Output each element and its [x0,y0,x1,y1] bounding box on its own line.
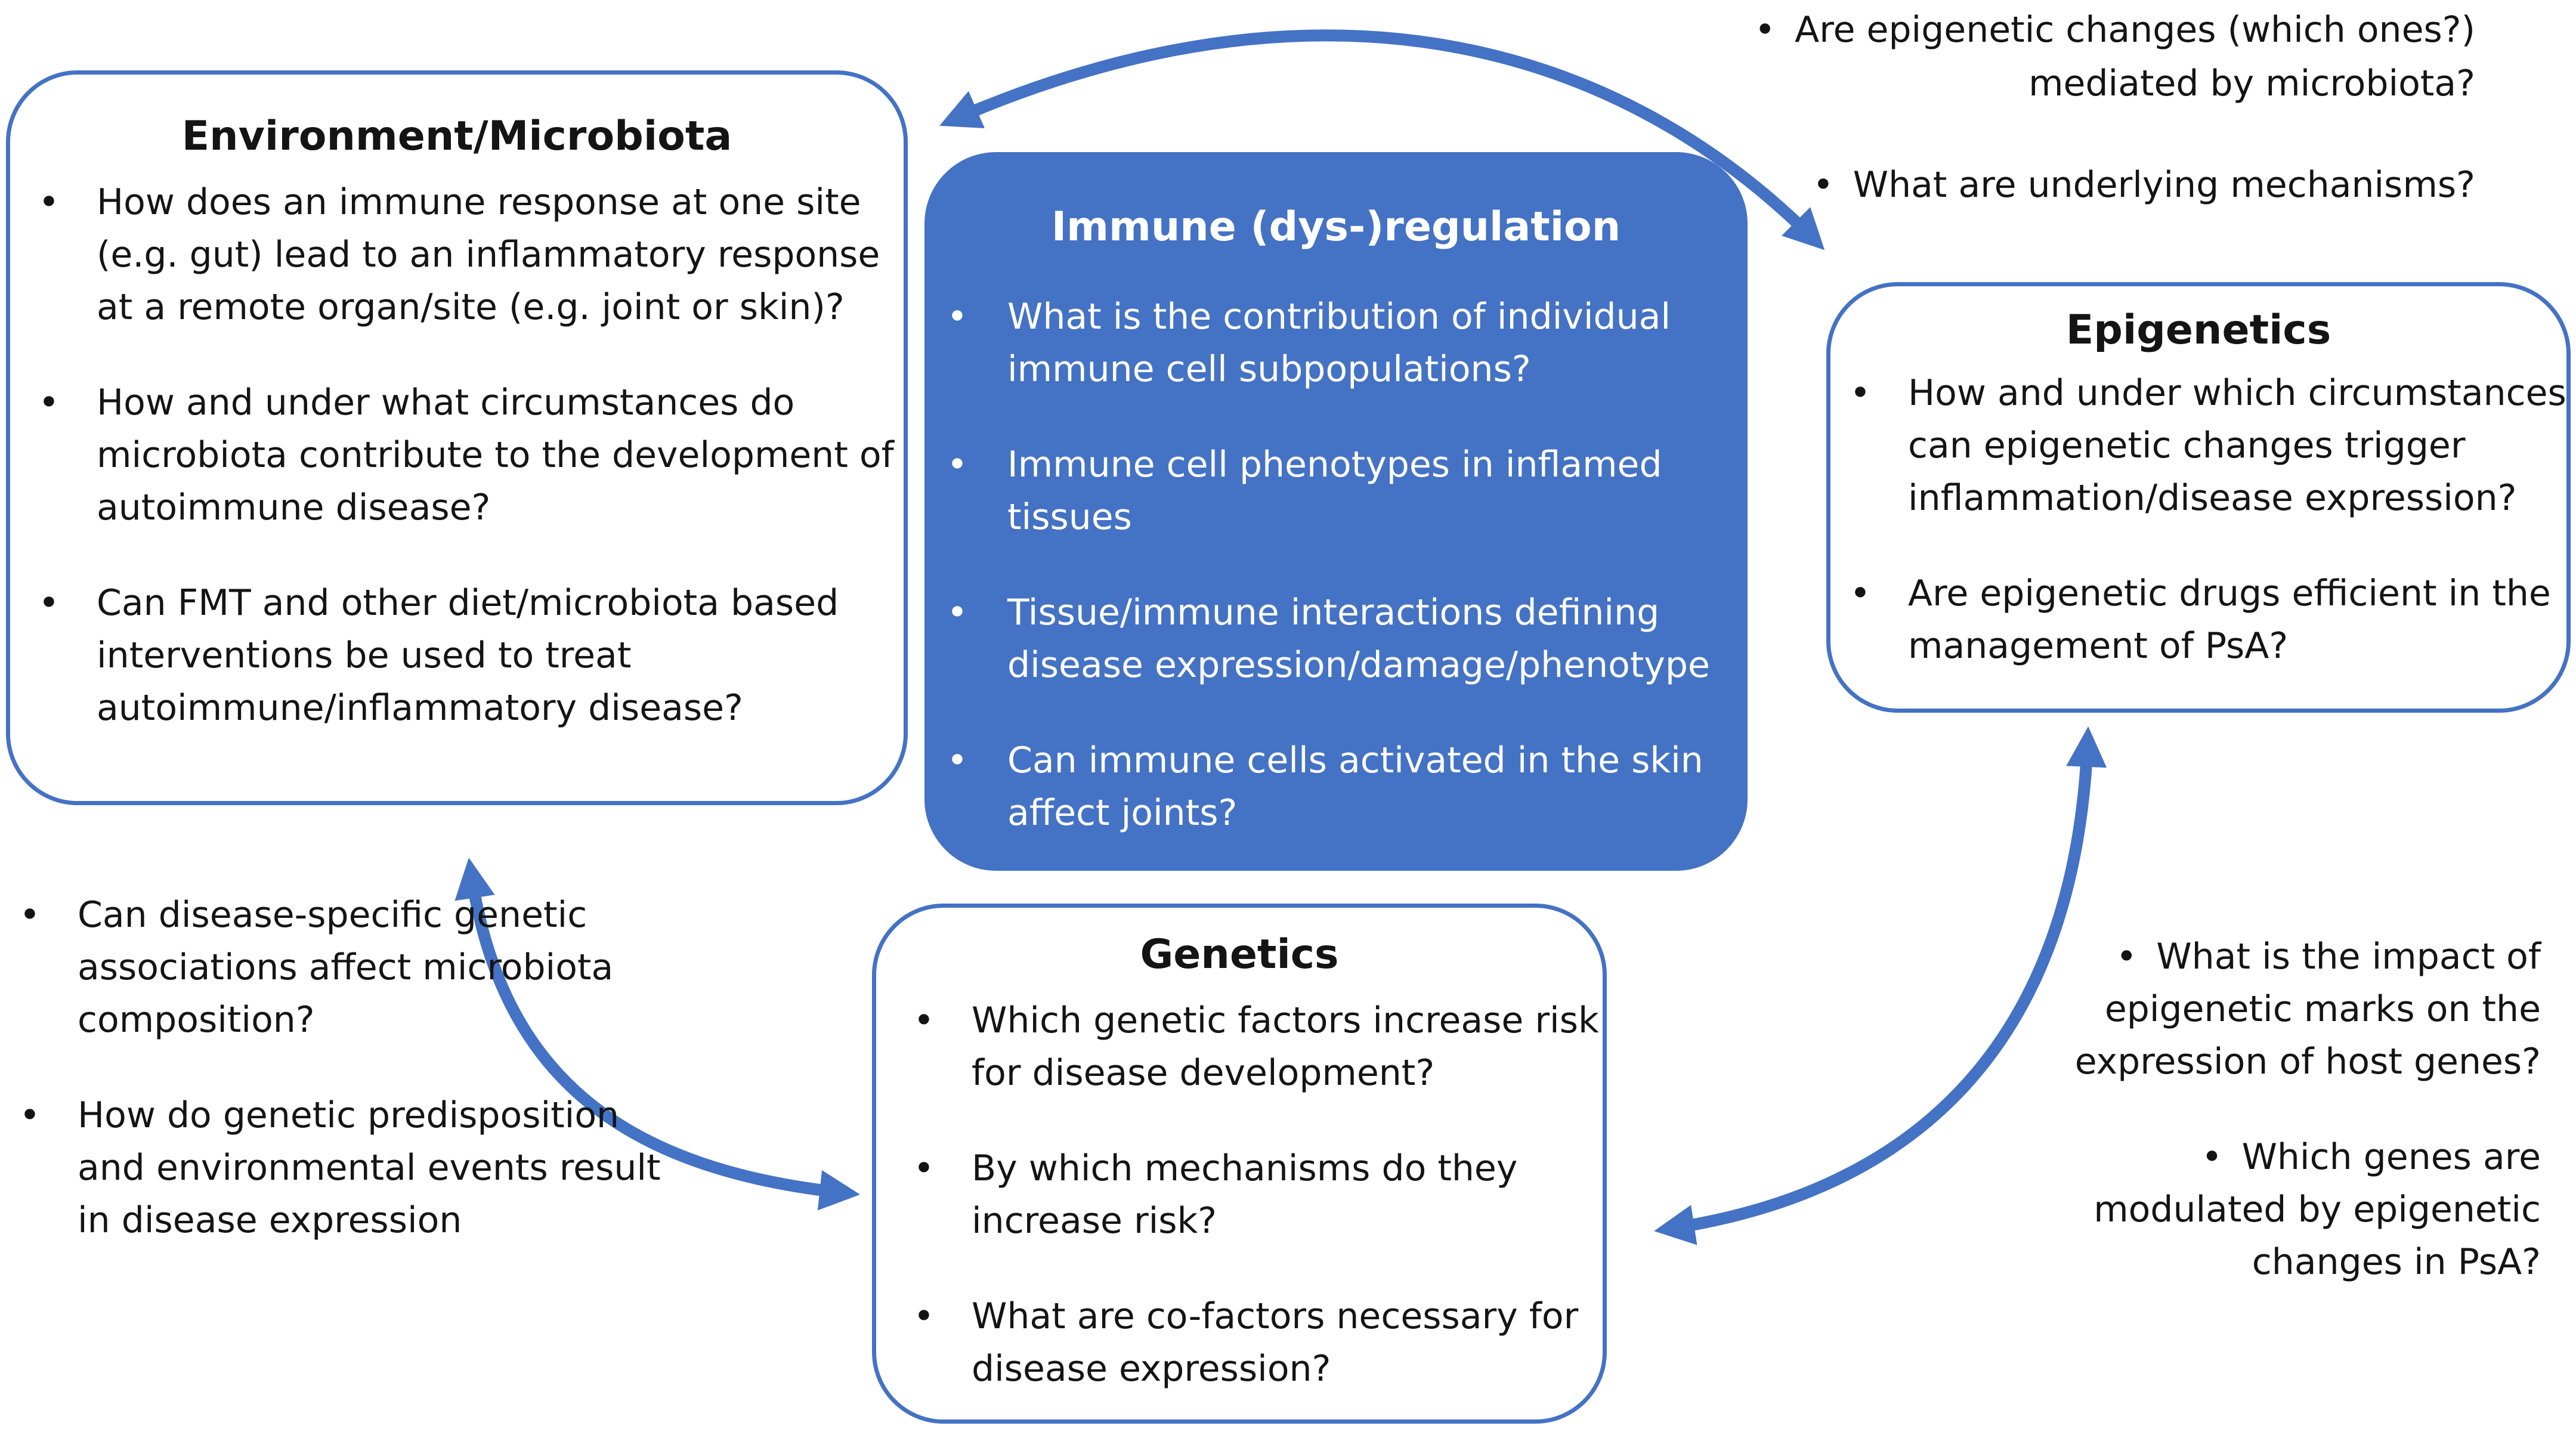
list-item: • Are epigenetic drugs efficient in the m… [1848,567,2570,672]
arrow-epigenetics-genetics [1654,726,2107,1245]
epigenetics-box: Epigenetics • How and under which circums… [1826,282,2571,713]
question-text: Tissue/immune interactions defining dise… [1007,592,1710,686]
genetics-box: Genetics • Which genetic factors increase… [872,904,1607,1424]
list-item: •Which genes are modulated by epigenetic… [2052,1131,2541,1288]
list-item: •What is the impact of epigenetic marks … [2052,930,2541,1088]
bullet-icon: • [947,444,968,485]
list-item: • Are epigenetic changes (which ones?) me… [1700,3,2475,110]
top-right-question-list: • Are epigenetic changes (which ones?) me… [1700,3,2475,212]
genetics-question-list: • Which genetic factors increase risk for… [912,994,1604,1395]
list-item: • How and under what circumstances do mic… [37,376,896,534]
list-item: • How and under which circumstances can e… [1848,367,2570,524]
bullet-icon: • [38,582,60,624]
arrow-environment-epigenetics [939,29,1825,250]
question-text: Can FMT and other diet/microbiota based … [97,582,839,729]
bullet-icon: • [38,382,60,423]
question-text: Are epigenetic drugs efficient in the ma… [1908,573,2551,667]
bullet-icon: • [947,592,968,633]
list-item: • What are underlying mechanisms? [1700,158,2475,212]
bullet-icon: • [947,296,968,338]
question-text: What are co-factors necessary for diseas… [972,1295,1579,1390]
question-text: Can immune cells activated in the skin a… [1007,740,1703,834]
bullet-icon: • [947,740,968,781]
question-text: How does an immune response at one site … [97,181,880,328]
bottom-left-question-list: • Can disease-specific genetic associatio… [18,889,668,1247]
question-text: What is the contribution of individual i… [1007,296,1671,390]
list-item: • Can disease-specific genetic associatio… [18,889,668,1046]
arrow-environment-genetics [454,858,861,1211]
list-item: • Which genetic factors increase risk for… [912,994,1604,1099]
question-text: Immune cell phenotypes in inflamed tissu… [1007,444,1662,538]
bullet-icon: • [19,894,41,936]
question-text: How and under which circumstances can ep… [1908,372,2566,519]
bullet-icon: • [2116,936,2138,978]
list-item: • Tissue/immune interactions defining dis… [929,586,1746,691]
immune-dysregulation-title: Immune (dys-)regulation [1051,203,1621,250]
list-item: • How does an immune response at one site… [37,176,896,333]
environment-microbiota-title: Environment/Microbiota [181,113,732,160]
immune-dysregulation-box: Immune (dys-)regulation • What is the con… [924,152,1748,871]
question-text: Are epigenetic changes (which ones?) med… [1795,9,2475,104]
bullet-icon: • [1754,9,1776,51]
list-item: • Can FMT and other diet/microbiota based… [37,577,896,734]
bullet-icon: • [913,1295,935,1337]
bottom-right-question-list: •What is the impact of epigenetic marks … [2052,930,2541,1288]
immune-question-list: • What is the contribution of individual … [929,290,1746,839]
bullet-icon: • [19,1094,41,1136]
bullet-icon: • [2201,1136,2223,1178]
question-text: By which mechanisms do they increase ris… [972,1148,1518,1242]
question-text: What are underlying mechanisms? [1853,164,2475,206]
bullet-icon: • [1850,372,1871,414]
list-item: • How do genetic predisposition and envir… [18,1089,668,1247]
question-text: Which genes are modulated by epigenetic … [2093,1136,2541,1283]
bullet-icon: • [1850,573,1871,614]
epigenetics-question-list: • How and under which circumstances can e… [1848,367,2570,672]
environment-microbiota-box: Environment/Microbiota • How does an immu… [6,70,908,805]
bullet-icon: • [38,181,60,223]
bullet-icon: • [913,1000,935,1041]
question-text: What is the impact of epigenetic marks o… [2074,936,2541,1082]
question-text: Which genetic factors increase risk for … [972,1000,1599,1094]
list-item: • What are co-factors necessary for disea… [912,1290,1604,1395]
bullet-icon: • [913,1148,935,1189]
bullet-icon: • [1813,164,1834,206]
list-item: • Can immune cells activated in the skin … [929,734,1746,839]
list-item: • Immune cell phenotypes in inflamed tiss… [929,438,1746,543]
question-text: How and under what circumstances do micr… [97,382,894,528]
question-text: Can disease-specific genetic association… [78,894,614,1041]
list-item: • By which mechanisms do they increase ri… [912,1142,1604,1247]
genetics-title: Genetics [1140,931,1339,978]
question-text: How do genetic predisposition and enviro… [78,1094,661,1241]
environment-question-list: • How does an immune response at one site… [37,176,896,734]
epigenetics-title: Epigenetics [2065,307,2331,354]
list-item: • What is the contribution of individual … [929,290,1746,395]
